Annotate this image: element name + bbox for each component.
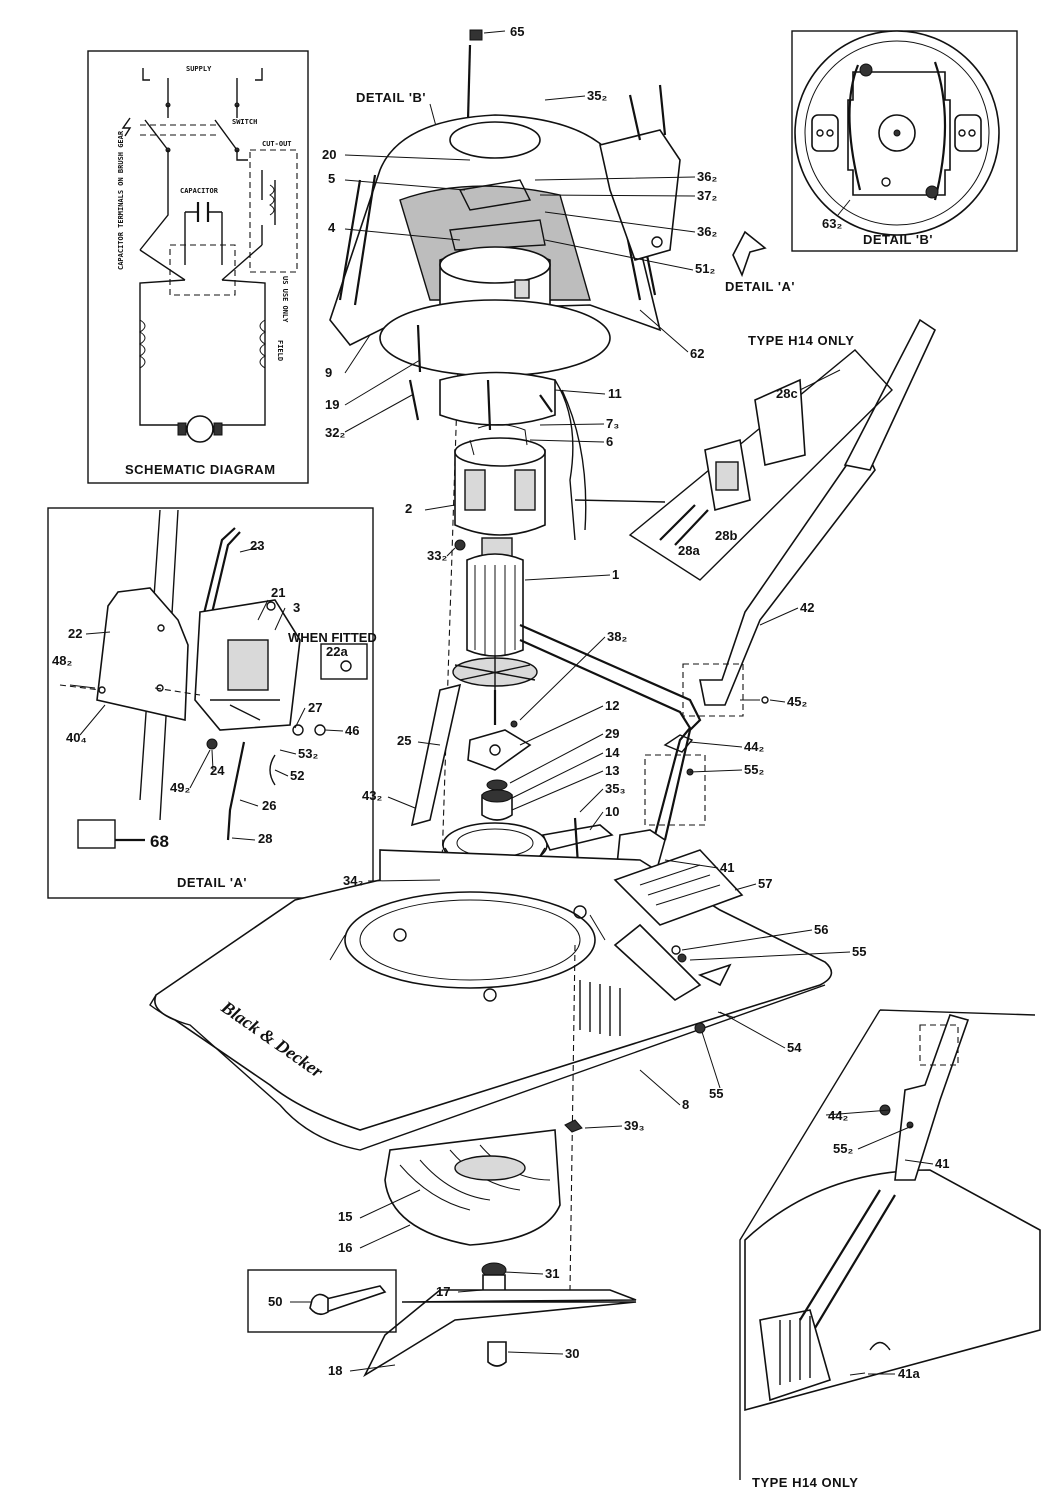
- part-label-20: 20: [322, 147, 336, 162]
- capacitor-terminals-label: CAPACITOR TERMINALS ON BRUSH GEAR: [117, 130, 125, 270]
- part-label-28a: 28a: [678, 543, 700, 558]
- part-label-28: 28: [258, 831, 272, 846]
- detail-b-pointer-caption: DETAIL 'B': [356, 90, 426, 105]
- part-label-28c: 28c: [776, 386, 798, 401]
- part-label-4: 4: [328, 220, 336, 235]
- part-label-23: 23: [250, 538, 264, 553]
- part-label-36a: 36₂: [697, 169, 717, 184]
- type-h14-top-caption: TYPE H14 ONLY: [748, 333, 854, 348]
- schematic-caption: SCHEMATIC DIAGRAM: [125, 462, 276, 477]
- part-label-15: 15: [338, 1209, 352, 1224]
- part-label-12: 12: [605, 698, 619, 713]
- part-label-63: 63₂: [822, 216, 842, 231]
- switch-label: SWITCH: [232, 118, 257, 126]
- part-label-57: 57: [758, 876, 772, 891]
- part-label-41c: 41a: [898, 1366, 920, 1381]
- part-label-56: 56: [814, 922, 828, 937]
- detail-b-caption: DETAIL 'B': [863, 232, 933, 247]
- part-label-7: 7₃: [606, 416, 619, 431]
- part-label-46: 46: [345, 723, 359, 738]
- part-label-41a: 41: [720, 860, 734, 875]
- detail-a-pointer-caption: DETAIL 'A': [725, 279, 795, 294]
- type-h14-plug-panel: TYPE H14 ONLY 28c 28b 28a: [574, 333, 893, 581]
- part-label-9: 9: [325, 365, 332, 380]
- part-label-22: 22: [68, 626, 82, 641]
- part-label-3: 3: [293, 600, 300, 615]
- part-label-55d: 55₂: [833, 1141, 853, 1156]
- detail-a-pointer: DETAIL 'A': [725, 230, 795, 294]
- part-label-35b: 35₃: [605, 781, 625, 796]
- part-label-35a: 35₂: [587, 88, 607, 103]
- field-label: FIELD: [276, 340, 284, 361]
- part-label-16: 16: [338, 1240, 352, 1255]
- detail-a-panel: 68 DETAIL 'A' WHEN FITTED 23 21 3 22 22a…: [47, 507, 377, 899]
- part-label-26: 26: [262, 798, 276, 813]
- part-label-53: 53₂: [298, 746, 318, 761]
- cut-out-label: CUT-OUT: [262, 140, 292, 148]
- when-fitted-label: WHEN FITTED: [288, 630, 377, 645]
- part-label-49: 49₂: [170, 780, 190, 795]
- part-label-32: 32₂: [325, 425, 345, 440]
- part-label-51: 51₂: [695, 261, 715, 276]
- schematic-panel: SUPPLY SWITCH CUT-OUT US USE ONLY CAPACI…: [87, 50, 309, 484]
- part-label-37: 37₂: [697, 188, 717, 203]
- part-label-29: 29: [605, 726, 619, 741]
- part-label-14: 14: [605, 745, 620, 760]
- part-label-27: 27: [308, 700, 322, 715]
- type-h14-bottom-caption: TYPE H14 ONLY: [752, 1475, 858, 1490]
- us-use-only-label: US USE ONLY: [281, 276, 289, 323]
- part-label-18: 18: [328, 1363, 342, 1378]
- detail-a-caption: DETAIL 'A': [177, 875, 247, 890]
- part-label-48: 48₂: [52, 653, 72, 668]
- part-label-30: 30: [565, 1346, 579, 1361]
- main-assembly: 65 DETAIL 'B': [149, 24, 937, 1378]
- capacitor-label: CAPACITOR: [180, 187, 219, 195]
- part-label-40: 40₄: [66, 730, 87, 745]
- part-label-62: 62: [690, 346, 704, 361]
- part-label-10: 10: [605, 804, 619, 819]
- part-label-36b: 36₂: [697, 224, 717, 239]
- part-label-42: 42: [800, 600, 814, 615]
- part-label-11: 11: [608, 386, 622, 401]
- part-label-39: 39₃: [624, 1118, 644, 1133]
- part-label-21: 21: [271, 585, 285, 600]
- part-label-33: 33₂: [427, 548, 447, 563]
- part-label-24: 24: [210, 763, 225, 778]
- part-label-38: 38₂: [607, 629, 627, 644]
- part-label-2: 2: [405, 501, 412, 516]
- part-label-8: 8: [682, 1097, 689, 1112]
- part-label-25: 25: [397, 733, 411, 748]
- part-label-22a: 22a: [326, 644, 348, 659]
- part-label-55a: 55₂: [744, 762, 764, 777]
- part-label-44b: 44₂: [828, 1108, 848, 1123]
- part-label-55c: 55: [709, 1086, 723, 1101]
- part-label-28b: 28b: [715, 528, 737, 543]
- main-part-labels: 35₂ 20 5 36₂ 37₂ 4 36₂ 51₂ 62 9 19 11 32…: [268, 88, 949, 1381]
- detail-b-panel: 63₂ DETAIL 'B': [791, 30, 1018, 252]
- part-label-50: 50: [268, 1294, 282, 1309]
- part-label-5: 5: [328, 171, 335, 186]
- type-h14-bottom-panel: TYPE H14 ONLY: [739, 1009, 1041, 1490]
- part-label-31: 31: [545, 1266, 559, 1281]
- part-label-1: 1: [612, 567, 619, 582]
- supply-label: SUPPLY: [186, 65, 212, 73]
- part-label-19: 19: [325, 397, 339, 412]
- part-label-17: 17: [436, 1284, 450, 1299]
- part-label-44a: 44₂: [744, 739, 764, 754]
- part-label-34: 34₃: [343, 873, 363, 888]
- part-label-55b: 55: [852, 944, 866, 959]
- part-label-43: 43₂: [362, 788, 382, 803]
- part-label-41b: 41: [935, 1156, 949, 1171]
- part-label-13: 13: [605, 763, 619, 778]
- part-label-6: 6: [606, 434, 613, 449]
- part-label-65: 65: [510, 24, 524, 39]
- part-label-54: 54: [787, 1040, 802, 1055]
- part-label-52: 52: [290, 768, 304, 783]
- part-label-45: 45₂: [787, 694, 807, 709]
- part-label-68: 68: [150, 832, 169, 851]
- leader-lines: [290, 95, 934, 1375]
